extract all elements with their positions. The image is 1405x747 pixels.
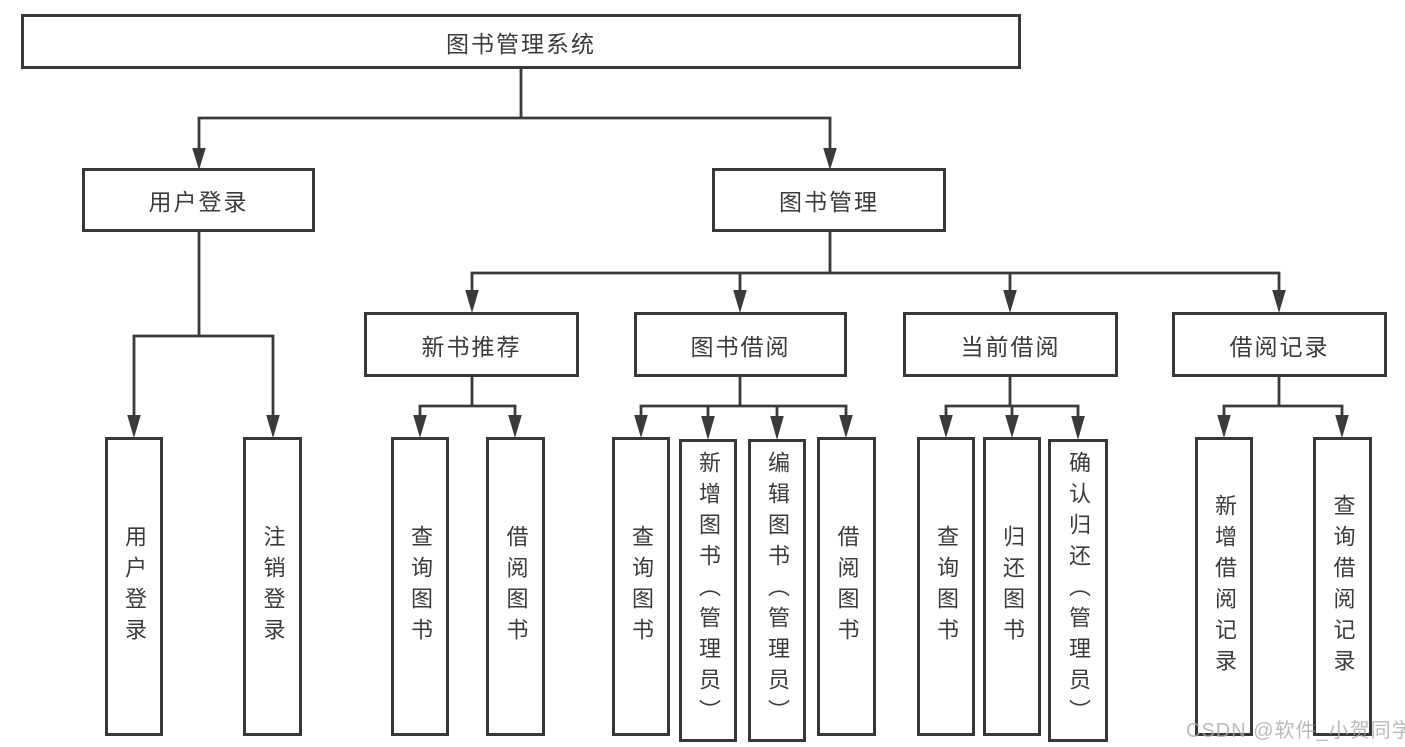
node-edit-book-admin: 编辑图书（管理员）: [748, 439, 806, 742]
node-library-system-label: 图书管理系统: [446, 30, 596, 57]
node-query-books-recommend-label: 查询图书: [408, 524, 433, 649]
node-query-books-borrowing-label: 查询图书: [629, 524, 654, 649]
node-add-borrow-record-label: 新增借阅记录: [1212, 493, 1237, 680]
node-user-login-branch-label: 用户登录: [148, 189, 249, 215]
node-confirm-return-admin: 确认归还（管理员）: [1048, 439, 1108, 742]
node-current-borrowing: 当前借阅: [903, 312, 1118, 377]
arrowhead: [1071, 416, 1085, 440]
arrowhead: [1217, 415, 1231, 438]
arrowhead: [770, 416, 784, 440]
node-query-borrow-record-label: 查询借阅记录: [1330, 493, 1356, 680]
node-book-borrowing-label: 图书借阅: [690, 333, 791, 360]
node-new-book-recommend-label: 新书推荐: [421, 333, 522, 360]
node-user-login-label: 用户登录: [122, 524, 147, 649]
arrowhead: [192, 148, 206, 170]
watermark-text: CSDN @软件_小贺同学: [1186, 720, 1405, 742]
arrowhead: [1272, 290, 1286, 313]
arrowhead: [839, 415, 853, 438]
arrowhead: [266, 415, 280, 438]
node-user-login: 用户登录: [105, 437, 163, 736]
node-add-book-admin: 新增图书（管理员）: [679, 439, 737, 742]
node-borrow-books-label: 借阅图书: [834, 524, 860, 649]
node-borrow-books-recommend-label: 借阅图书: [503, 524, 529, 649]
arrowhead: [127, 415, 141, 438]
node-current-borrowing-label: 当前借阅: [960, 333, 1061, 360]
node-return-book: 归还图书: [983, 437, 1041, 736]
node-query-borrow-record: 查询借阅记录: [1313, 437, 1372, 736]
node-borrow-books-recommend: 借阅图书: [486, 437, 545, 736]
arrowhead: [733, 290, 747, 313]
node-query-books-recommend: 查询图书: [391, 437, 449, 736]
node-book-management-label: 图书管理: [779, 189, 879, 215]
node-return-book-label: 归还图书: [1000, 524, 1025, 649]
arrowhead: [939, 415, 953, 438]
node-book-borrowing: 图书借阅: [634, 312, 847, 377]
node-confirm-return-admin-label: 确认归还（管理员）: [1066, 451, 1091, 730]
node-logout-label: 注销登录: [260, 524, 286, 649]
node-edit-book-admin-label: 编辑图书（管理员）: [765, 451, 790, 730]
arrowhead: [823, 148, 837, 170]
node-borrowing-records: 借阅记录: [1172, 312, 1387, 377]
node-book-management: 图书管理: [712, 168, 946, 232]
node-new-book-recommend: 新书推荐: [364, 312, 579, 377]
node-library-system: 图书管理系统: [21, 14, 1021, 69]
arrowhead: [634, 415, 648, 438]
arrowhead: [1335, 415, 1349, 438]
node-logout: 注销登录: [243, 437, 302, 736]
node-query-books-current: 查询图书: [917, 437, 975, 736]
arrowhead: [1003, 290, 1017, 313]
arrowhead: [413, 415, 427, 438]
node-user-login-branch: 用户登录: [82, 168, 315, 232]
node-add-borrow-record: 新增借阅记录: [1195, 437, 1253, 736]
node-query-books-current-label: 查询图书: [934, 524, 959, 649]
node-query-books-borrowing: 查询图书: [612, 437, 670, 736]
node-borrowing-records-label: 借阅记录: [1229, 333, 1330, 360]
arrowhead: [701, 416, 715, 440]
node-borrow-books: 借阅图书: [817, 437, 876, 736]
node-add-book-admin-label: 新增图书（管理员）: [696, 451, 721, 730]
arrowhead: [508, 415, 522, 438]
arrowhead: [1005, 415, 1019, 438]
arrowhead: [465, 290, 479, 313]
